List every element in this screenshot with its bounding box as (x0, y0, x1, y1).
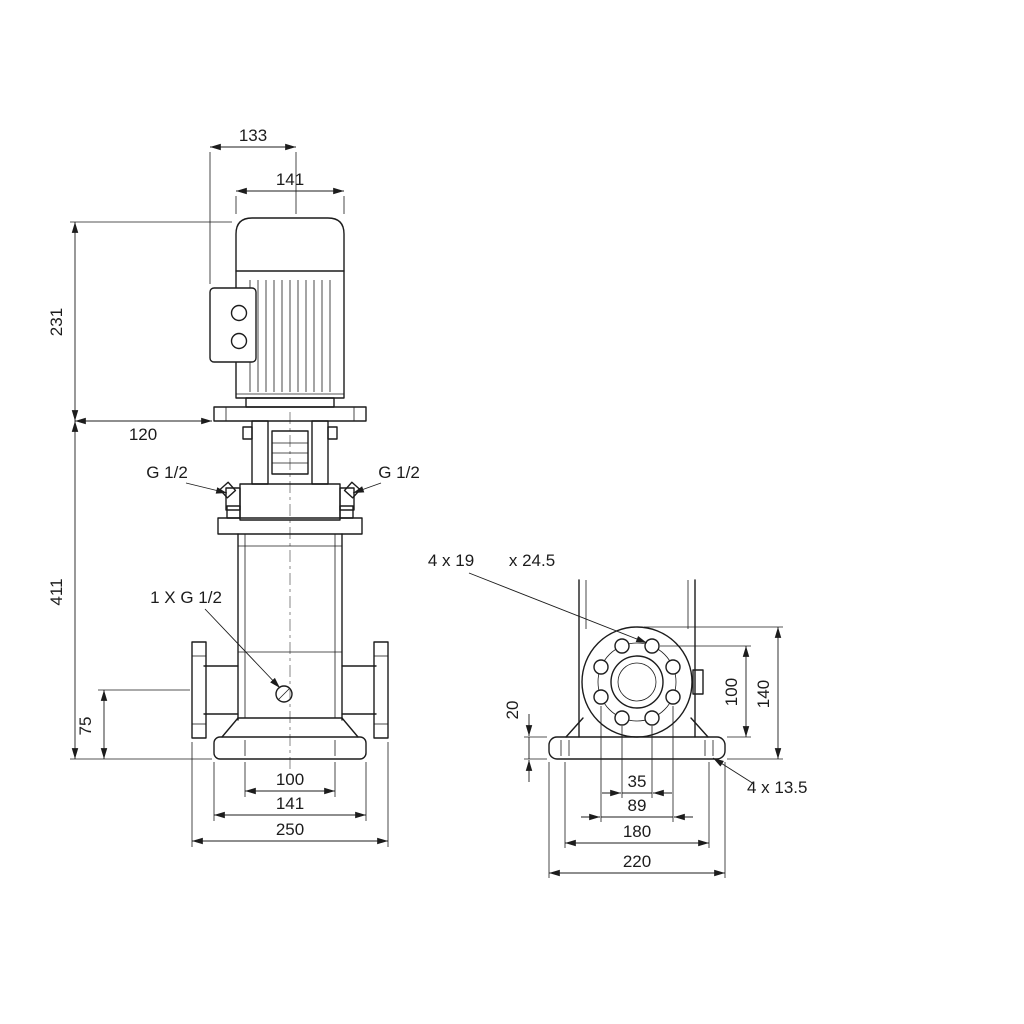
dim-180-label: 180 (623, 822, 651, 841)
side-base (548, 717, 726, 760)
label-drain: 1 X G 1/2 (150, 588, 281, 689)
dim-250: 250 (191, 742, 389, 847)
dim-120: 120 (75, 417, 212, 444)
chamber-stack (237, 533, 343, 721)
dim-89: 89 (581, 706, 693, 822)
dim-35: 35 (602, 726, 672, 798)
end-shield (245, 397, 335, 408)
plug-right (343, 481, 361, 499)
dim-140: 140 (644, 626, 783, 760)
staybolt-nut-right (339, 505, 354, 519)
dim-75: 75 (76, 689, 190, 759)
label-base-holes: 4 x 13.5 (712, 757, 808, 797)
dim-100-side-label: 100 (722, 678, 741, 706)
label-g12-left: G 1/2 (146, 463, 228, 494)
label-flange-holes: 4 x 19 x 24.5 (428, 551, 648, 644)
dim-35-label: 35 (628, 772, 647, 791)
dim-220-label: 220 (623, 852, 651, 871)
flange-clamp (692, 669, 704, 695)
staybolt-nut-left (226, 505, 241, 519)
dim-75-label: 75 (76, 717, 95, 736)
dim-411: 411 (47, 421, 212, 760)
head-flange (217, 517, 363, 535)
dim-140-label: 140 (754, 680, 773, 708)
pump-head (217, 481, 363, 535)
drain-label: 1 X G 1/2 (150, 588, 222, 607)
g12-right-label: G 1/2 (378, 463, 420, 482)
bolt-circle (597, 642, 677, 722)
discharge-flange (341, 641, 389, 739)
dim-141-bottom-label: 141 (276, 794, 304, 813)
suction-flange (191, 641, 239, 739)
dim-133: 133 (209, 126, 297, 284)
motor (209, 217, 367, 422)
base-plate-side (548, 736, 726, 760)
dim-133-label: 133 (239, 126, 267, 145)
dim-100-side: 100 (660, 645, 751, 738)
dim-20: 20 (503, 701, 547, 782)
front-view: 133 141 231 120 411 75 (47, 126, 420, 847)
motor-fins (249, 280, 331, 392)
dim-89-label: 89 (628, 796, 647, 815)
dim-180: 180 (564, 762, 710, 848)
flange-bolt-holes (593, 638, 681, 726)
dim-120-label: 120 (129, 425, 157, 444)
counterbore-label: x 24.5 (509, 551, 555, 570)
dim-250-label: 250 (276, 820, 304, 839)
flange-holes-label: 4 x 19 (428, 551, 474, 570)
dim-220: 220 (548, 762, 726, 878)
label-g12-right: G 1/2 (352, 463, 420, 494)
dim-141-bottom: 141 (213, 762, 367, 821)
dim-100-front-label: 100 (276, 770, 304, 789)
dim-231-label: 231 (47, 308, 66, 336)
cable-gland-2 (230, 332, 248, 350)
dim-141-top: 141 (235, 170, 345, 214)
dim-141-top-label: 141 (276, 170, 304, 189)
base-holes-label: 4 x 13.5 (747, 778, 808, 797)
plug-left (219, 481, 237, 499)
dim-231: 231 (47, 221, 232, 421)
motor-stool-plate (213, 406, 367, 422)
dim-100-front: 100 (244, 762, 336, 797)
cable-gland-1 (230, 304, 248, 322)
pump-base (213, 717, 367, 760)
side-view: 4 x 19 x 24.5 20 100 140 (428, 551, 808, 878)
side-column (578, 579, 696, 738)
dim-411-label: 411 (47, 578, 66, 605)
g12-left-label: G 1/2 (146, 463, 188, 482)
drain-plug (275, 685, 293, 703)
side-flange (581, 626, 704, 738)
coupling-bolt-right (327, 426, 338, 440)
dim-20-label: 20 (503, 701, 522, 720)
terminal-box (209, 287, 257, 363)
base-plate-front (213, 736, 367, 760)
coupling-bolt-left (242, 426, 253, 440)
